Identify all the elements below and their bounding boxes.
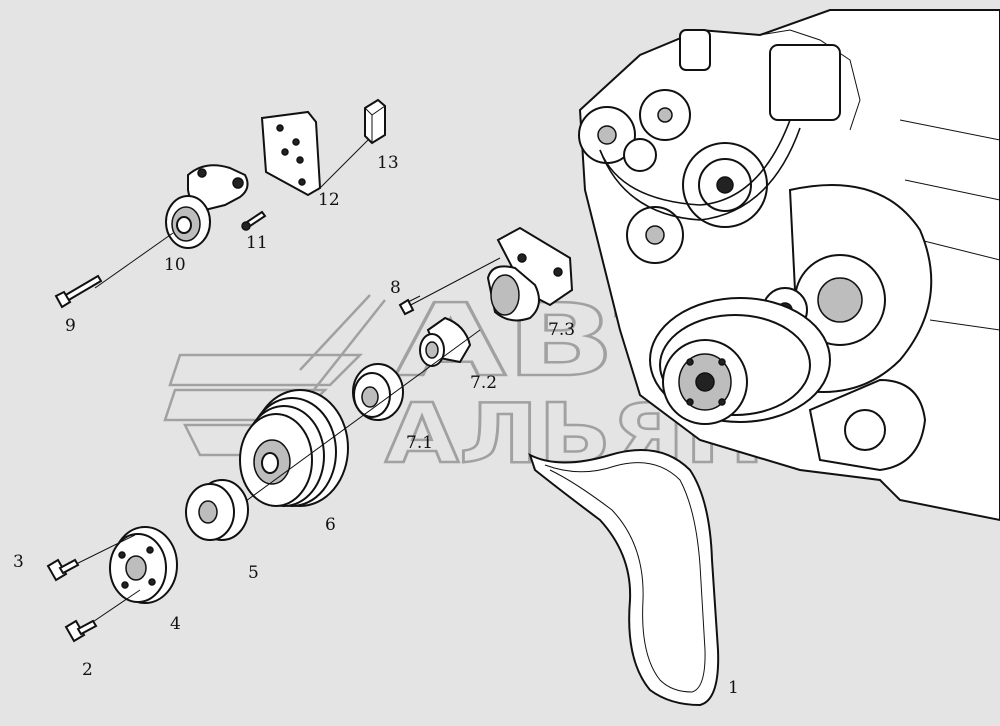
part-11-pin [241,210,267,231]
leader-13 [317,139,369,191]
callout-8: 8 [390,278,401,298]
callout-2: 2 [82,660,93,680]
engine-oil-filler-housing [769,44,841,121]
part-5-spacer [185,479,249,541]
callout-11: 11 [246,233,268,253]
callout-4: 4 [170,614,181,634]
part-4-flange [109,526,178,604]
callout-labels: 1 2 3 4 5 6 7.1 7.2 7.3 8 9 10 11 12 13 [13,153,739,698]
part-7-3-outlet-housing [486,226,574,322]
part-9-long-bolt [54,274,103,309]
callout-9: 9 [65,316,76,336]
engine-crankshaft-pulley [649,297,831,425]
leader-10-9 [94,232,174,289]
part-12-mounting-plate [260,110,322,197]
leader-8 [404,257,501,309]
part-13-spacer-block [364,98,386,145]
drive-belt [528,449,720,707]
callout-5: 5 [248,563,259,583]
part-6-pulley [239,389,349,507]
part-10-belt-tensioner [165,164,249,249]
callout-6: 6 [325,515,336,535]
leader-axis [219,329,481,521]
callout-10: 10 [164,255,186,275]
part-8-screw [398,295,421,316]
callout-13: 13 [377,153,399,173]
callout-7-3: 7.3 [548,320,575,340]
callout-1: 1 [728,678,739,698]
part-7-2-adapter [419,316,472,367]
engine-thermostat-neck [679,29,711,71]
part-2-bolt [64,619,98,643]
callout-7-1: 7.1 [406,433,433,453]
part-7-1-hub [352,363,404,421]
callout-12: 12 [318,190,340,210]
callout-3: 3 [13,552,24,572]
callout-7-2: 7.2 [470,373,497,393]
part-3-bolt [46,558,80,582]
